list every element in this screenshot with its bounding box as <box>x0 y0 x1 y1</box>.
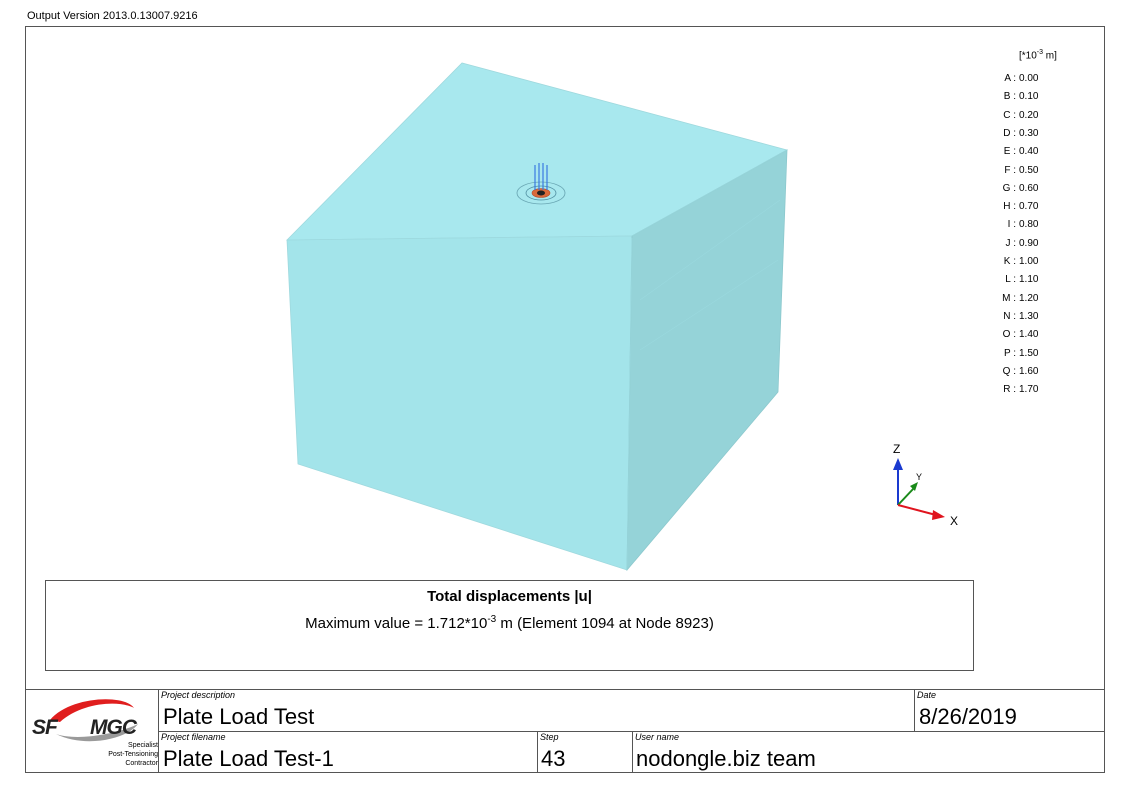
legend-row-value: 0.60 <box>1019 182 1039 194</box>
legend-row: R :1.70 <box>990 383 1038 397</box>
legend-row-value: 1.10 <box>1019 274 1039 286</box>
logo-swoosh-icon <box>50 699 138 742</box>
axis-triad <box>893 458 945 520</box>
maximum-value-text: Maximum value = 1.712*10-3 m (Element 10… <box>305 614 714 632</box>
project-filename-label: Project filename <box>161 732 226 742</box>
soil-block-front-face <box>286 235 633 571</box>
project-description-label: Project description <box>161 690 236 700</box>
legend-row-value: 0.70 <box>1019 201 1039 213</box>
legend-row: K :1.00 <box>990 255 1039 269</box>
legend-row-value: 1.70 <box>1019 384 1039 396</box>
axis-y-label: Y <box>916 472 923 482</box>
title-block-divider <box>537 731 538 773</box>
legend-row-label: C : <box>1003 109 1016 121</box>
logo-subtitle: Post-Tensioning <box>108 751 158 758</box>
legend-unit: [*10-3 m] <box>1019 49 1057 62</box>
legend-row-label: K : <box>1003 256 1016 267</box>
legend-row-label: Q : <box>1002 365 1016 377</box>
result-panel: Total displacements |u| Maximum value = … <box>45 580 974 671</box>
step-value: 43 <box>541 746 566 771</box>
axis-x-label: X <box>950 514 959 528</box>
legend-row-value: 0.10 <box>1019 91 1039 103</box>
plate-load-contour <box>516 163 566 205</box>
legend-row-label: E : <box>1003 146 1016 158</box>
user-name: nodongle.biz team <box>636 746 816 771</box>
date-value: 8/26/2019 <box>919 704 1017 729</box>
legend-row-value: 1.60 <box>1019 365 1039 377</box>
legend-row: E :0.40 <box>990 145 1039 159</box>
logo-text-right: MGC <box>90 716 137 739</box>
title-block-divider <box>632 731 633 773</box>
legend-row: M :1.20 <box>990 292 1038 306</box>
legend-row: C :0.20 <box>990 109 1038 123</box>
output-version: Output Version 2013.0.13007.9216 <box>27 10 198 22</box>
legend-row-label: D : <box>1003 127 1016 139</box>
legend-row: I :0.80 <box>990 218 1039 232</box>
legend-row: N :1.30 <box>990 310 1038 324</box>
legend-row: G :0.60 <box>990 182 1039 196</box>
legend-row-label: R : <box>1003 384 1016 396</box>
logo-text-left: SF <box>32 716 58 739</box>
legend-row: F :0.50 <box>990 164 1038 178</box>
company-logo: SF MGC Specialist Post-Tensioning Contra… <box>30 694 158 769</box>
logo-subtitle: Specialist <box>128 742 158 749</box>
legend-row-value: 1.40 <box>1019 329 1039 341</box>
legend-row-value: 0.90 <box>1019 237 1039 249</box>
result-title: Total displacements |u| <box>427 588 592 605</box>
legend-row: H :0.70 <box>990 200 1038 214</box>
legend-row-value: 0.40 <box>1019 146 1039 158</box>
legend-row-label: M : <box>1002 292 1016 304</box>
legend-row-label: J : <box>1005 237 1016 249</box>
legend-row-label: N : <box>1003 310 1016 322</box>
legend-row-value: 0.30 <box>1019 127 1039 139</box>
legend-row-value: 0.00 <box>1019 73 1039 84</box>
legend-row-value: 1.20 <box>1019 292 1039 304</box>
legend-row-label: P : <box>1003 347 1016 359</box>
mesh-lines <box>286 149 788 571</box>
legend-row-value: 0.50 <box>1019 164 1039 176</box>
legend-row: Q :1.60 <box>990 365 1039 379</box>
title-block-divider <box>158 731 1105 732</box>
model-viewport[interactable] <box>26 27 1104 587</box>
legend-row: O :1.40 <box>990 328 1039 342</box>
user-name-label: User name <box>635 732 680 742</box>
legend-row-label: F : <box>1004 164 1016 176</box>
legend-row-value: 1.00 <box>1019 256 1039 267</box>
legend-row: A :0.00 <box>990 72 1038 86</box>
legend-row: J :0.90 <box>990 237 1038 251</box>
legend-row-label: G : <box>1002 182 1016 194</box>
legend-row-label: O : <box>1002 329 1016 341</box>
legend-row-value: 1.50 <box>1019 347 1039 359</box>
date-label: Date <box>917 690 937 700</box>
legend-row-label: B : <box>1003 91 1016 103</box>
logo-subtitle: Contractor <box>125 760 158 767</box>
project-description: Plate Load Test <box>163 704 315 729</box>
axis-z-label: Z <box>893 442 901 456</box>
step-label: Step <box>540 732 559 742</box>
legend-row: D :0.30 <box>990 127 1038 141</box>
legend-row-label: L : <box>1005 274 1016 286</box>
legend-row-label: A : <box>1004 73 1016 84</box>
legend-row: L :1.10 <box>990 273 1038 287</box>
legend-row: B :0.10 <box>990 90 1039 104</box>
legend-row-value: 1.30 <box>1019 310 1039 322</box>
legend-row-label: I : <box>1007 219 1016 231</box>
legend-row-value: 0.20 <box>1019 109 1039 121</box>
project-filename: Plate Load Test-1 <box>163 746 334 771</box>
legend-row-value: 0.80 <box>1019 219 1039 231</box>
title-block-divider <box>914 689 915 731</box>
legend-row: P :1.50 <box>990 347 1039 361</box>
legend-row-label: H : <box>1003 201 1016 213</box>
